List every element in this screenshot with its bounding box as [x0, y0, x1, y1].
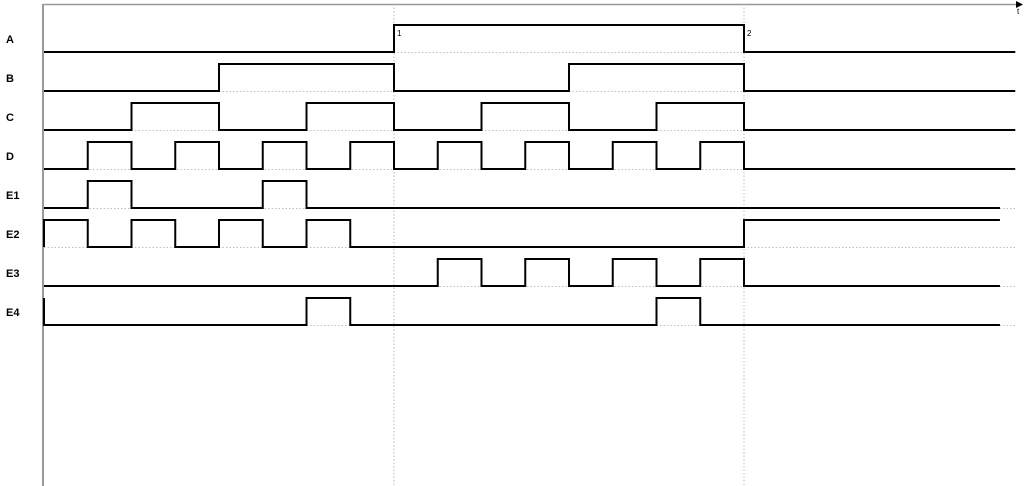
- signal-label-a: A: [6, 34, 14, 46]
- waveform-d: [44, 141, 1016, 170]
- marker-label-1: 1: [397, 29, 402, 38]
- waveform-c: [44, 102, 1016, 131]
- waveform-b: [44, 63, 1016, 92]
- signal-label-e4: E4: [6, 307, 20, 319]
- signal-label-e2: E2: [6, 229, 19, 241]
- signal-label-d: D: [6, 151, 14, 163]
- waveform-e3: [44, 258, 1000, 287]
- waveform-e2: [43, 219, 1000, 248]
- marker-label-2: 2: [747, 29, 752, 38]
- signal-label-e3: E3: [6, 268, 19, 280]
- waveform-e1: [44, 180, 1000, 209]
- signal-label-b: B: [6, 73, 14, 85]
- time-axis-arrow-icon: [1016, 1, 1023, 8]
- signal-label-c: C: [6, 112, 14, 124]
- waveform-e4: [43, 297, 1000, 326]
- waveform-a: [44, 24, 1016, 53]
- time-axis-label: t: [1017, 7, 1020, 16]
- signal-label-e1: E1: [6, 190, 19, 202]
